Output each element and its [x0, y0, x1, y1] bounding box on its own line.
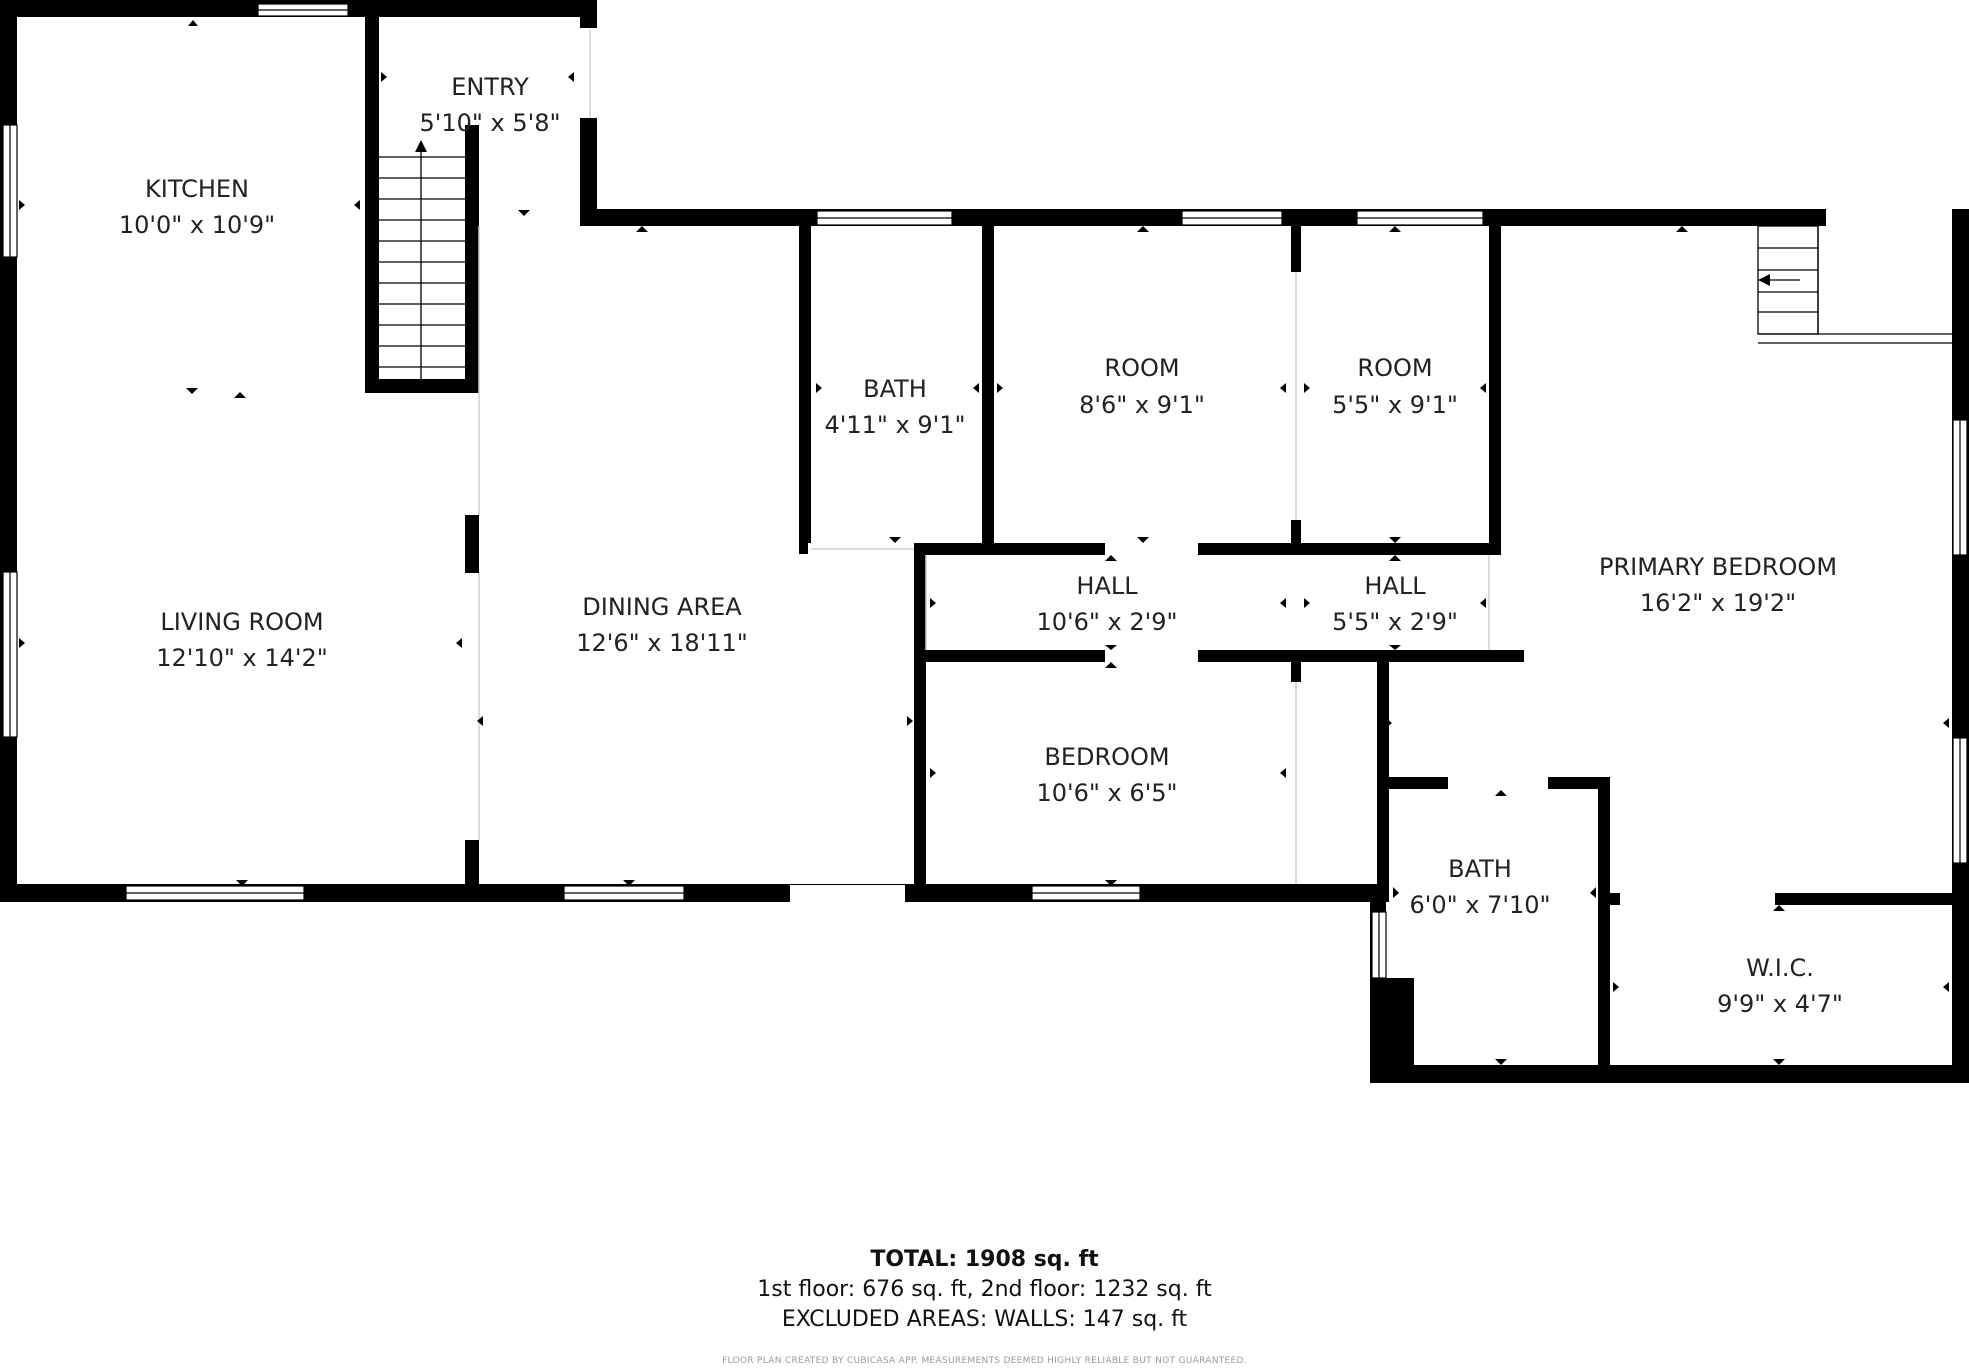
room-hall-2-name: HALL	[1364, 572, 1426, 600]
disclaimer: FLOOR PLAN CREATED BY CUBICASA APP. MEAS…	[722, 1356, 1247, 1366]
floor-areas: 1st floor: 676 sq. ft, 2nd floor: 1232 s…	[757, 1277, 1212, 1302]
room-dining-area-name: DINING AREA	[582, 593, 742, 621]
wall-bath1-left	[799, 217, 811, 554]
room-bath-2-dims: 6'0" x 7'10"	[1409, 891, 1550, 919]
room-labels: KITCHEN 10'0" x 10'9" ENTRY 5'10" x 5'8"…	[119, 73, 1843, 1018]
room-room-2-name: ROOM	[1357, 354, 1432, 382]
wall-living-dining-1	[465, 515, 479, 573]
stairs-primary	[1757, 225, 1952, 344]
room-living-room-name: LIVING ROOM	[160, 608, 323, 636]
wall-right	[1952, 209, 1969, 1083]
thin-lines	[478, 30, 1490, 884]
room-bath-1-dims: 4'11" x 9'1"	[824, 411, 965, 439]
room-room-1-dims: 8'6" x 9'1"	[1079, 391, 1205, 419]
wall-stair-bottom	[365, 379, 472, 393]
windows	[2, 3, 1968, 979]
stairs-main	[379, 140, 465, 379]
room-wic-dims: 9'9" x 4'7"	[1717, 990, 1843, 1018]
wall-bath2-right	[1598, 777, 1610, 1083]
room-kitchen-dims: 10'0" x 10'9"	[119, 211, 275, 239]
room-hall-1-dims: 10'6" x 2'9"	[1036, 608, 1177, 636]
room-hall-1-name: HALL	[1076, 572, 1138, 600]
wall-room-divider-mid	[1291, 520, 1301, 555]
room-entry-dims: 5'10" x 5'8"	[419, 109, 560, 137]
dimension-ticks	[19, 20, 1949, 1065]
wall-living-dining-2	[465, 840, 479, 895]
room-kitchen-name: KITCHEN	[145, 175, 249, 203]
wall-bath1-right	[982, 217, 994, 554]
wall-hall-top	[914, 543, 1501, 555]
wall-stair-right	[465, 125, 479, 393]
wall-bedroom-right	[1291, 662, 1301, 682]
room-bedroom-dims: 10'6" x 6'5"	[1036, 779, 1177, 807]
total-area: TOTAL: 1908 sq. ft	[870, 1247, 1099, 1272]
wall-bath2-left-thick	[1370, 978, 1414, 1083]
room-living-room-dims: 12'10" x 14'2"	[156, 644, 328, 672]
walls	[0, 0, 1969, 1083]
room-hall-2-dims: 5'5" x 2'9"	[1332, 608, 1458, 636]
wall-hall-bottom	[914, 650, 1524, 662]
room-bedroom-name: BEDROOM	[1044, 743, 1169, 771]
wall-stair-left	[365, 17, 379, 393]
room-primary-bedroom-name: PRIMARY BEDROOM	[1599, 553, 1837, 581]
room-wic-name: W.I.C.	[1746, 954, 1814, 982]
wall-bottom-right	[1370, 1065, 1969, 1083]
wall-room-divider-top	[1291, 217, 1301, 272]
wall-room2-right	[1489, 217, 1501, 554]
room-bath-2-name: BATH	[1448, 855, 1512, 883]
room-room-1-name: ROOM	[1104, 354, 1179, 382]
room-primary-bedroom-dims: 16'2" x 19'2"	[1640, 589, 1796, 617]
openings	[480, 28, 1952, 905]
room-room-2-dims: 5'5" x 9'1"	[1332, 391, 1458, 419]
room-bath-1-name: BATH	[863, 375, 927, 403]
room-entry-name: ENTRY	[451, 73, 529, 101]
excluded-areas: EXCLUDED AREAS: WALLS: 147 sq. ft	[781, 1307, 1188, 1332]
room-dining-area-dims: 12'6" x 18'11"	[576, 629, 748, 657]
wall-hall-left	[914, 543, 926, 901]
